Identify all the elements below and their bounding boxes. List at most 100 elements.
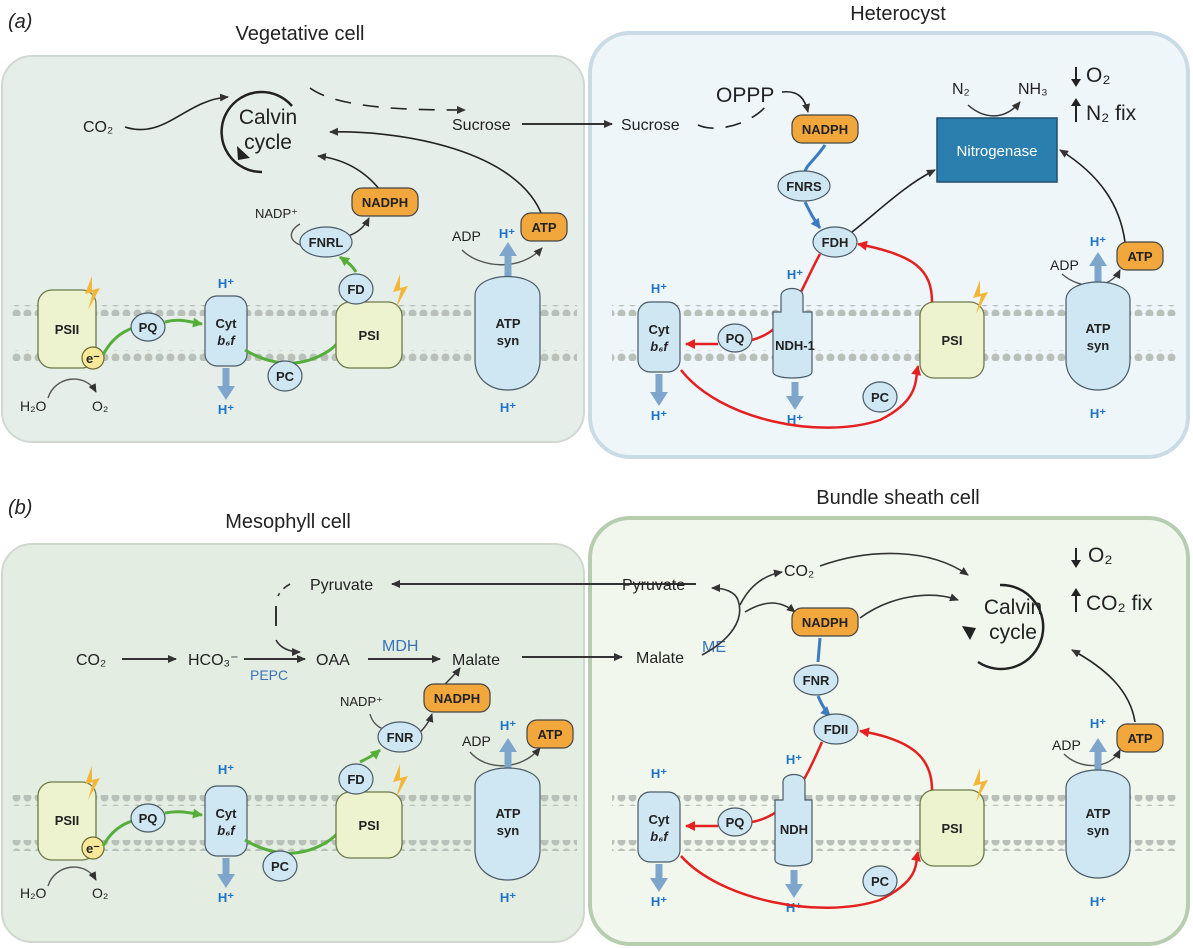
- membrane-left-a: [12, 305, 577, 361]
- hplus-cyt-top-b: H⁺: [218, 762, 234, 777]
- light-bolt-icon: [973, 768, 988, 802]
- psii-label-a: PSII: [55, 322, 80, 337]
- pq-node-a-right: [717, 323, 753, 353]
- hplus-cyt-bottom-b-right: H⁺: [651, 894, 667, 909]
- pq-label-b-right: PQ: [726, 815, 745, 830]
- pq-node-a-left: [130, 312, 166, 342]
- co2-label: CO₂: [83, 119, 113, 136]
- down-arrow-icon: [1071, 79, 1081, 87]
- psi-box-a-left: [335, 301, 403, 369]
- electron-node-a: [81, 346, 105, 370]
- hplus-cyt-top-a-right: H⁺: [651, 281, 667, 296]
- proton-down-arrow-ndh-b: [785, 884, 803, 898]
- hplus-atpsyn-top-left: H⁺: [499, 226, 515, 241]
- fnr-label-b-right: FNR: [803, 673, 830, 688]
- nadph-right-box: [791, 114, 859, 144]
- fd-h-node: [812, 226, 858, 258]
- malate-to-nadph-arrow: [744, 602, 796, 613]
- cyt-b-right-2: b₆f: [650, 829, 669, 844]
- atpsyn-a-right-2: syn: [1087, 338, 1109, 353]
- hplus-atpsyn-top-right-a: H⁺: [1090, 234, 1106, 249]
- fdii-label: FDII: [824, 722, 849, 737]
- nadph-left-label: NADPH: [362, 195, 408, 210]
- pyruvate-left-label: Pyruvate: [310, 577, 373, 594]
- cyt-b6f-b-left: [204, 785, 248, 857]
- atp-to-calvin-arrow-b: [1071, 649, 1136, 723]
- hplus-atpsyn-top-b-right: H⁺: [1090, 716, 1106, 731]
- adp-left-label-b: ADP: [462, 733, 491, 749]
- psii-box-b: [37, 781, 97, 861]
- atp-to-nitrogenase-arrow: [1059, 149, 1126, 243]
- adp-left-label: ADP: [452, 228, 481, 244]
- hplus-cyt-top-a: H⁺: [218, 276, 234, 291]
- proton-up-arrow-a-right: [1089, 252, 1107, 266]
- fnr-node-b-left: [377, 721, 423, 753]
- hco3-label: HCO₃⁻: [188, 652, 239, 669]
- proton-up-arrow-b-right: [1089, 738, 1107, 752]
- nadp-plus-label: NADP⁺: [255, 206, 298, 221]
- calvin-cycle-circle: [220, 90, 293, 174]
- cyt-b-right-1: Cyt: [649, 812, 671, 827]
- pyruvate-right-label: Pyruvate: [622, 577, 685, 594]
- atp-synthase-b-left: [474, 767, 541, 881]
- light-bolt-icon: [973, 280, 988, 314]
- calvin-cycle-arrowhead: [237, 146, 250, 160]
- oaa-label: OAA: [316, 652, 350, 669]
- psi-label-b-right: PSI: [942, 821, 963, 836]
- psi-label-a-left: PSI: [359, 328, 380, 343]
- psi-label-a-right: PSI: [942, 333, 963, 348]
- malate-right-label: Malate: [636, 650, 684, 667]
- fd-node-b-left: [338, 763, 374, 795]
- atpsyn-a-right-1: ATP: [1085, 321, 1110, 336]
- pq-label-b-left: PQ: [139, 811, 158, 826]
- cyt-b6f-a-left: [204, 295, 248, 367]
- atp-left-box: [520, 212, 568, 242]
- light-bolt-icon: [85, 766, 100, 800]
- nadph-to-calvin-arrow-b: [859, 593, 959, 619]
- psi-box-a-right: [919, 301, 985, 379]
- oppp-to-nadph-arrow: [781, 90, 810, 113]
- cyt-b6f-a-right: [637, 301, 681, 373]
- psi-label-b-left: PSI: [359, 818, 380, 833]
- panel-b: (b) Mesophyll cell Bundle sheath cell Py…: [1, 487, 1190, 946]
- o2-label-b: O₂: [92, 885, 108, 901]
- nadph-left-label-b: NADPH: [434, 691, 480, 706]
- co2-right-label: CO₂: [784, 563, 814, 580]
- vegetative-cell-title: Vegetative cell: [236, 23, 365, 45]
- nadph-left-box-b: [423, 683, 491, 713]
- adp-right-label: ADP: [1050, 257, 1079, 273]
- fd-label-a-left: FD: [347, 282, 364, 297]
- ndh-label: NDH: [780, 822, 808, 837]
- nitrogenase-label: Nitrogenase: [957, 143, 1038, 160]
- hplus-cyt-bottom-a-right: H⁺: [651, 408, 667, 423]
- down-arrow-icon: [1071, 560, 1081, 568]
- light-bolt-icon: [393, 764, 408, 798]
- calvin-b-label-2: cycle: [989, 621, 1037, 644]
- hplus-atpsyn-bottom-b: H⁺: [500, 890, 516, 905]
- atp-right-box-b: [1116, 723, 1164, 753]
- pq-to-cyt-flow-b: [164, 808, 203, 819]
- calvin-cycle-label-1: Calvin: [239, 106, 297, 129]
- hplus-ndh-bottom-a: H⁺: [787, 412, 803, 427]
- cyt-pc-psi-red-flow-b: [680, 851, 921, 910]
- hplus-cyt-top-b-right: H⁺: [651, 766, 667, 781]
- psi-to-fdii-red-flow: [859, 727, 934, 791]
- bundle-sheath-cell: [588, 516, 1190, 946]
- calvin-to-sucrose-arrow: [309, 87, 466, 114]
- proton-down-arrow-ndh-a: [786, 396, 804, 410]
- nh3-label: NH₃: [1018, 81, 1048, 98]
- sucrose-right-label: Sucrose: [621, 117, 680, 134]
- atp-synthase-b-right: [1065, 769, 1131, 879]
- proton-down-arrow-b-left: [217, 874, 235, 888]
- n2-fix-label: N₂ fix: [1086, 102, 1137, 125]
- co2-to-calvin-arrow: [124, 93, 229, 131]
- membrane-left-b: [12, 795, 577, 851]
- panel-a: (a) Vegetative cell Heterocyst CO₂ Calvi…: [1, 3, 1190, 459]
- atpsyn-b-right-1: ATP: [1085, 806, 1110, 821]
- electron-node-b: [81, 836, 105, 860]
- co2-left-label: CO₂: [76, 652, 106, 669]
- light-bolt-icon: [393, 274, 408, 308]
- atpsyn-a-left-1: ATP: [495, 316, 520, 331]
- nitrogenase-box: [936, 117, 1058, 183]
- pc-node-b-right: [862, 865, 898, 897]
